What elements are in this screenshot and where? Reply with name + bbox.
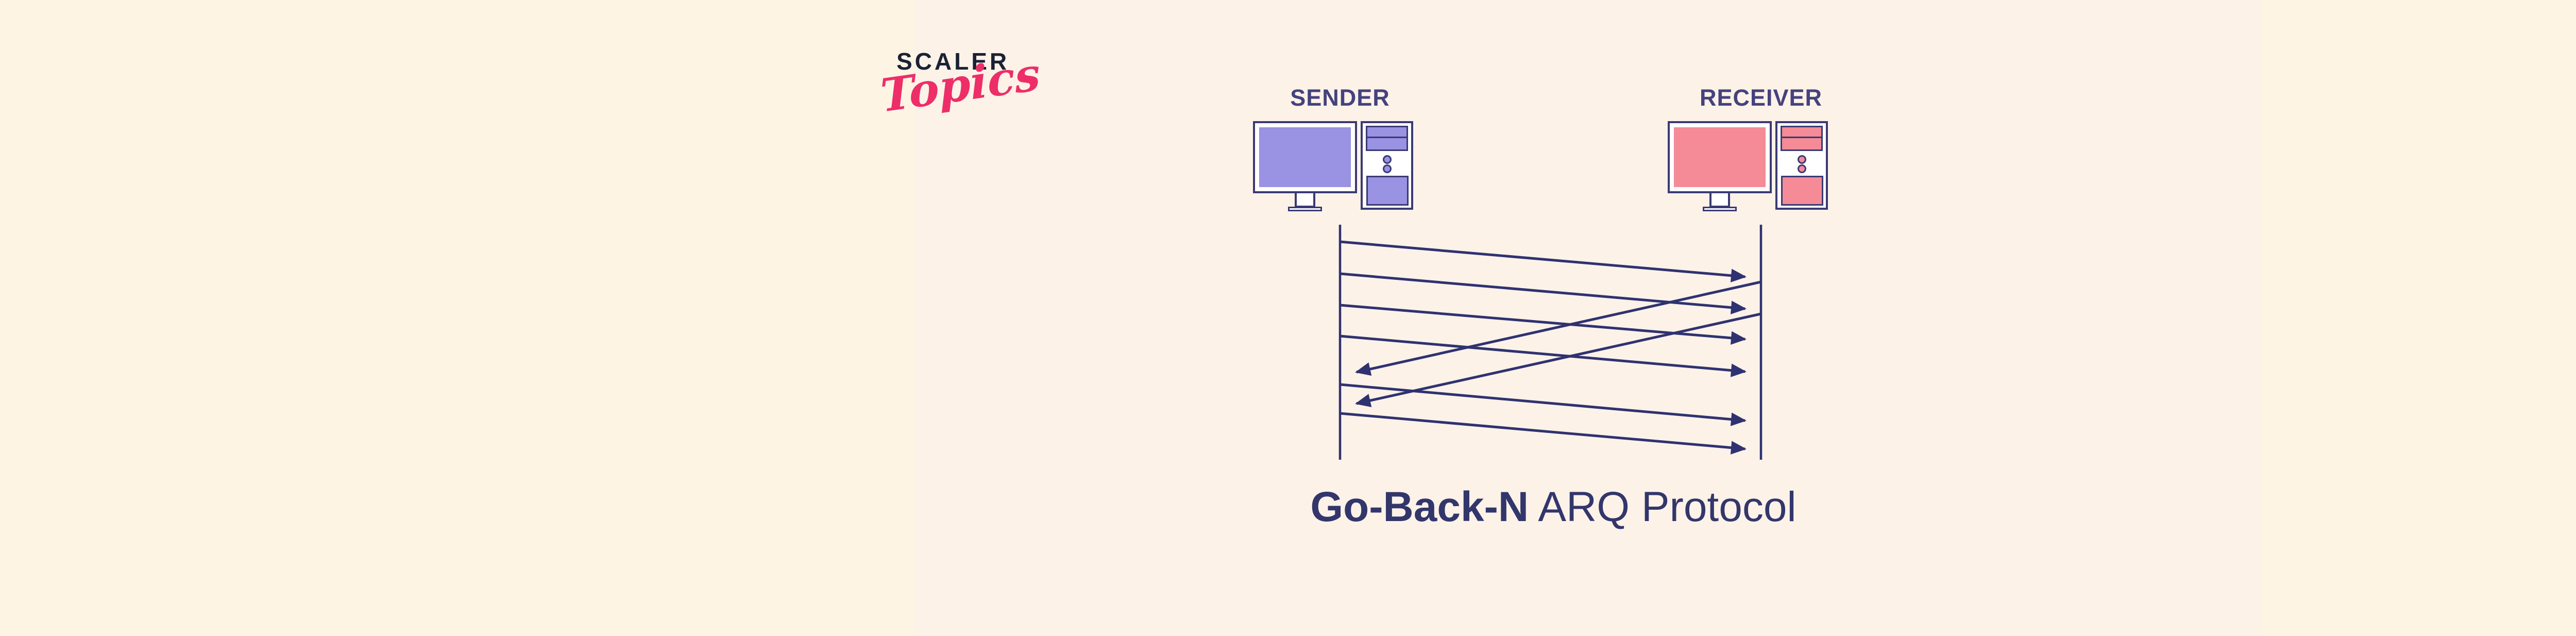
ack-arrow [1355, 280, 1761, 376]
background-band [914, 0, 2262, 636]
frame-arrow [1340, 240, 1747, 282]
page-title-regular: ARQ Protocol [1529, 483, 1797, 530]
brand-wordmark: SCALER [896, 48, 1010, 75]
receiver-label: RECEIVER [1699, 85, 1823, 111]
tower-vent-icon [1366, 176, 1409, 206]
ack-arrow [1355, 312, 1761, 408]
monitor-icon [1253, 121, 1357, 193]
sequence-diagram [1338, 225, 1762, 460]
receiver-computer-icon [1668, 121, 1828, 214]
page-title-bold: Go-Back-N [1310, 483, 1529, 530]
tower-button-icon [1798, 164, 1806, 173]
tower-icon [1775, 121, 1828, 210]
frame-arrow [1340, 412, 1747, 455]
tower-button-icon [1383, 155, 1392, 164]
sender-label: SENDER [1290, 85, 1390, 111]
frame-arrow [1340, 272, 1747, 314]
frame-arrow [1340, 334, 1747, 377]
monitor-screen [1674, 127, 1766, 187]
page-title: Go-Back-N ARQ Protocol [1218, 483, 1888, 530]
tower-drive-bay-icon [1781, 126, 1823, 138]
monitor-base-icon [1288, 207, 1322, 211]
tower-drive-bay-icon [1366, 126, 1408, 138]
tower-vent-icon [1781, 176, 1823, 206]
tower-icon [1361, 121, 1413, 210]
monitor-stand-icon [1295, 193, 1315, 208]
tower-drive-bay-icon [1366, 137, 1408, 151]
frame-arrow [1340, 383, 1747, 426]
tower-drive-bay-icon [1781, 137, 1823, 151]
monitor-base-icon [1703, 207, 1737, 211]
tower-button-icon [1798, 155, 1806, 164]
frame-arrow [1340, 304, 1747, 345]
tower-button-icon [1383, 164, 1392, 173]
monitor-screen [1259, 127, 1351, 187]
monitor-icon [1668, 121, 1772, 193]
monitor-stand-icon [1709, 193, 1730, 208]
sender-computer-icon [1253, 121, 1414, 214]
